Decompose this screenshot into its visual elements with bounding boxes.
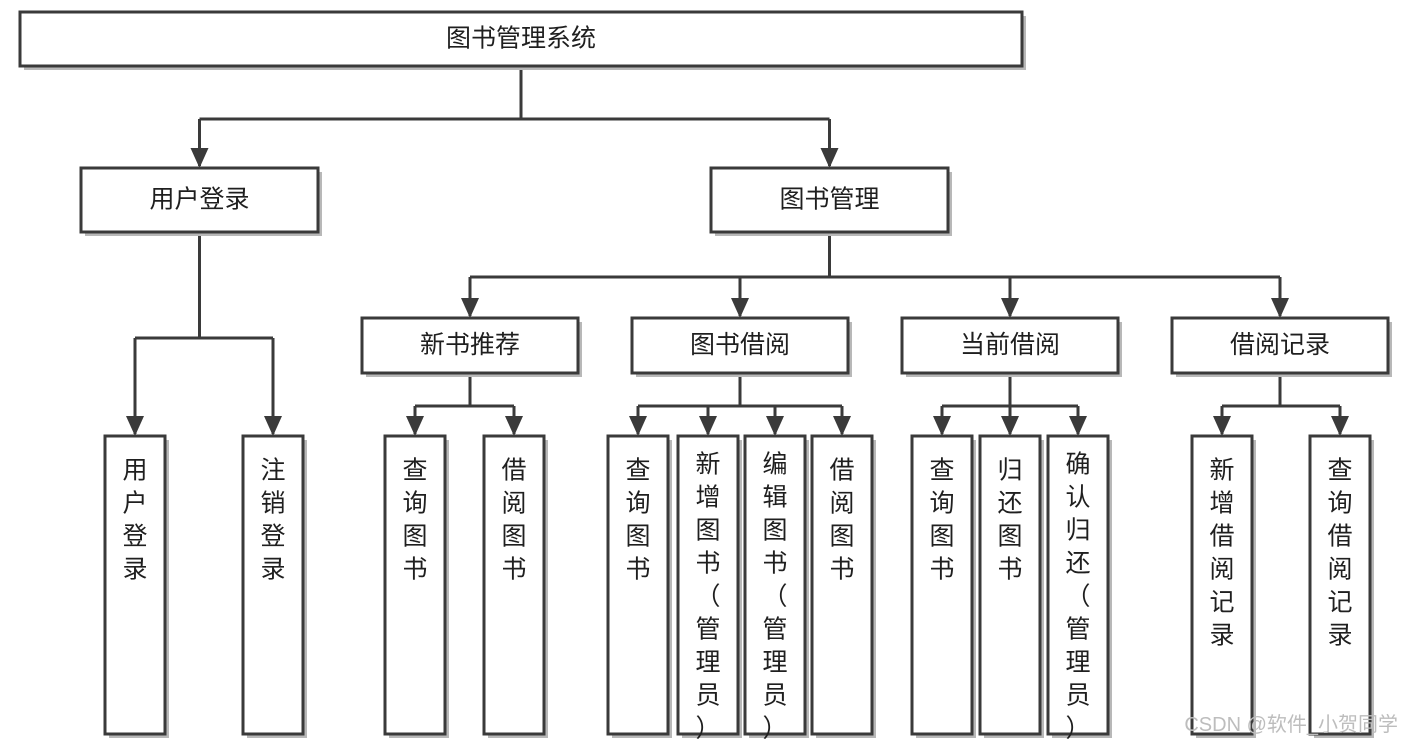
node-box[interactable] bbox=[360, 316, 580, 375]
node-box[interactable] bbox=[810, 434, 874, 736]
edge-group-from-root bbox=[190, 66, 839, 168]
edge-group-from-user-login bbox=[126, 232, 282, 436]
node-label: 图书管理系统 bbox=[446, 25, 596, 53]
node-box[interactable] bbox=[910, 434, 974, 736]
node-box[interactable] bbox=[383, 434, 447, 736]
node-leaf-user-logout[interactable]: 注销登录 bbox=[241, 434, 307, 738]
node-label: 归还图书 bbox=[997, 457, 1022, 584]
node-label: 借阅记录 bbox=[1230, 331, 1330, 359]
node-box[interactable] bbox=[1170, 316, 1390, 375]
node-leaf-borrow-book-rec[interactable]: 借阅图书 bbox=[482, 434, 548, 738]
edge-group-from-book-manage bbox=[461, 232, 1289, 318]
node-box[interactable] bbox=[1190, 434, 1254, 736]
edges-layer bbox=[126, 66, 1349, 436]
node-label: 新增借阅记录 bbox=[1209, 457, 1234, 650]
node-label: 查询图书 bbox=[929, 457, 954, 584]
node-label: 当前借阅 bbox=[960, 331, 1060, 359]
node-label: 注销登录 bbox=[260, 457, 285, 584]
node-leaf-query-book-cb[interactable]: 查询图书 bbox=[910, 434, 976, 738]
node-leaf-borrow-book-bw[interactable]: 借阅图书 bbox=[810, 434, 876, 738]
node-box[interactable] bbox=[18, 10, 1024, 68]
node-leaf-add-record[interactable]: 新增借阅记录 bbox=[1190, 434, 1256, 738]
edge-group-from-book-borrow bbox=[629, 373, 851, 436]
edge-group-from-new-book-rec bbox=[406, 373, 523, 436]
node-label: 查询图书 bbox=[402, 457, 427, 584]
edge-group-from-current-borrow bbox=[933, 373, 1087, 436]
node-box[interactable] bbox=[709, 166, 950, 234]
node-leaf-query-record[interactable]: 查询借阅记录 bbox=[1308, 434, 1374, 738]
node-box[interactable] bbox=[103, 434, 167, 736]
node-leaf-confirm-return[interactable]: 确认归还（管理员） bbox=[1046, 434, 1112, 743]
node-label: 借阅图书 bbox=[829, 457, 854, 584]
node-box[interactable] bbox=[606, 434, 670, 736]
node-label: 查询图书 bbox=[625, 457, 650, 584]
node-leaf-user-login[interactable]: 用户登录 bbox=[103, 434, 169, 738]
node-book-borrow[interactable]: 图书借阅 bbox=[630, 316, 852, 377]
node-root[interactable]: 图书管理系统 bbox=[18, 10, 1026, 70]
node-box[interactable] bbox=[900, 316, 1120, 375]
node-box[interactable] bbox=[630, 316, 850, 375]
node-box[interactable] bbox=[1308, 434, 1372, 736]
node-current-borrow[interactable]: 当前借阅 bbox=[900, 316, 1122, 377]
node-leaf-add-book[interactable]: 新增图书（管理员） bbox=[676, 434, 742, 743]
node-leaf-query-book-bw[interactable]: 查询图书 bbox=[606, 434, 672, 738]
node-box[interactable] bbox=[79, 166, 320, 234]
node-user-login[interactable]: 用户登录 bbox=[79, 166, 322, 236]
node-box[interactable] bbox=[482, 434, 546, 736]
node-new-book-rec[interactable]: 新书推荐 bbox=[360, 316, 582, 377]
node-leaf-edit-book[interactable]: 编辑图书（管理员） bbox=[743, 434, 809, 743]
node-borrow-record[interactable]: 借阅记录 bbox=[1170, 316, 1392, 377]
node-box[interactable] bbox=[743, 434, 807, 736]
node-label: 查询借阅记录 bbox=[1327, 457, 1352, 650]
node-box[interactable] bbox=[978, 434, 1042, 736]
node-box[interactable] bbox=[676, 434, 740, 736]
node-label: 新增图书（管理员） bbox=[695, 451, 720, 743]
node-leaf-return-book[interactable]: 归还图书 bbox=[978, 434, 1044, 738]
node-label: 用户登录 bbox=[122, 457, 147, 584]
node-label: 借阅图书 bbox=[501, 457, 526, 584]
csdn-watermark: CSDN @软件_小贺同学 bbox=[1184, 713, 1398, 736]
node-label: 确认归还（管理员） bbox=[1065, 451, 1090, 743]
node-leaf-query-book-rec[interactable]: 查询图书 bbox=[383, 434, 449, 738]
nodes-layer: 图书管理系统用户登录图书管理新书推荐图书借阅当前借阅借阅记录用户登录注销登录查询… bbox=[18, 10, 1392, 743]
node-label: 用户登录 bbox=[149, 186, 249, 214]
node-label: 图书借阅 bbox=[690, 331, 790, 359]
node-box[interactable] bbox=[241, 434, 305, 736]
node-book-manage[interactable]: 图书管理 bbox=[709, 166, 952, 236]
node-label: 新书推荐 bbox=[420, 331, 520, 359]
edge-group-from-borrow-record bbox=[1213, 373, 1349, 436]
node-box[interactable] bbox=[1046, 434, 1110, 736]
node-label: 编辑图书（管理员） bbox=[762, 451, 787, 743]
node-label: 图书管理 bbox=[779, 186, 879, 214]
